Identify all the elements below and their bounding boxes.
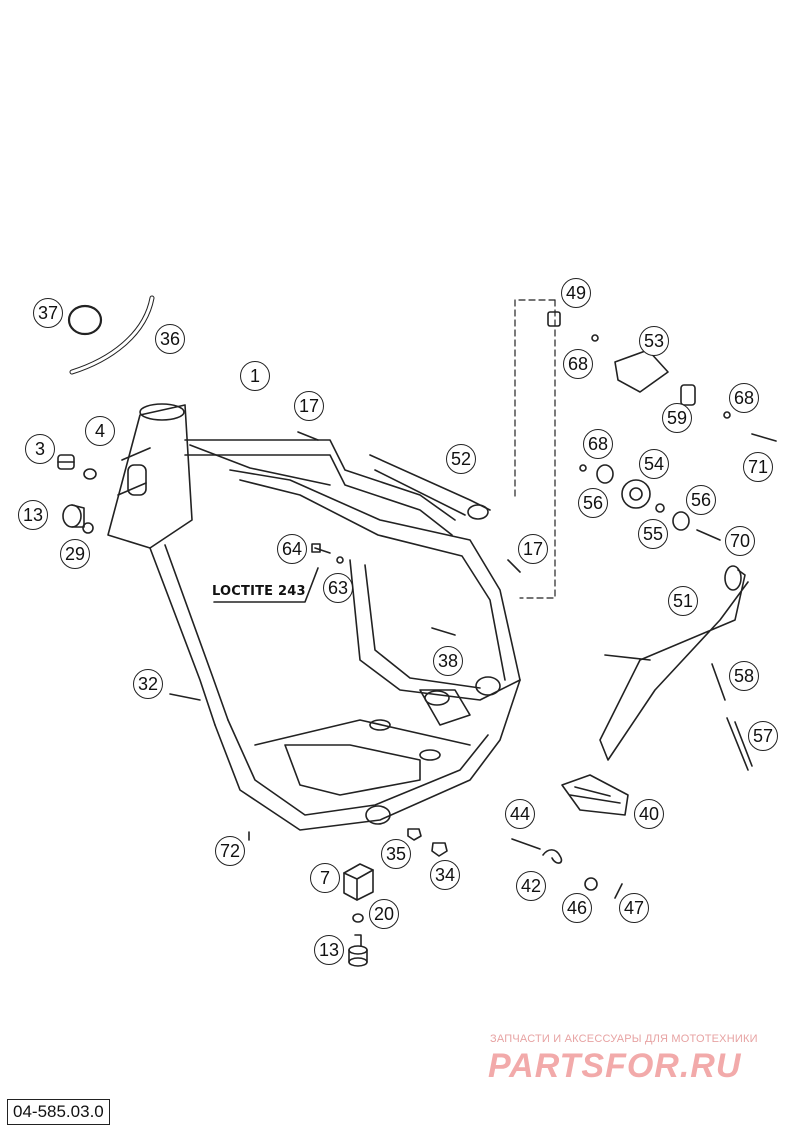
- callout-68: 68: [583, 429, 613, 459]
- callout-57: 57: [748, 721, 778, 751]
- o-ring-68c: [579, 464, 587, 472]
- callout-17: 17: [294, 391, 324, 421]
- callout-42: 42: [516, 871, 546, 901]
- nut-20: [352, 913, 364, 923]
- callout-3: 3: [25, 434, 55, 464]
- callout-59: 59: [662, 403, 692, 433]
- screw-64: [311, 543, 331, 554]
- nut-35: [407, 828, 422, 841]
- callout-1: 1: [240, 361, 270, 391]
- callout-34: 34: [430, 860, 460, 890]
- callout-71: 71: [743, 452, 773, 482]
- bracket-53: [614, 349, 669, 393]
- bushing-56a: [596, 464, 614, 484]
- callout-47: 47: [619, 893, 649, 923]
- callout-56: 56: [686, 485, 716, 515]
- bolt-17b: [507, 559, 521, 573]
- callout-53: 53: [639, 326, 669, 356]
- callout-52: 52: [446, 444, 476, 474]
- callout-17: 17: [518, 534, 548, 564]
- nut-29: [82, 522, 94, 534]
- clip-49: [547, 311, 561, 327]
- bolt-38: [431, 627, 456, 636]
- callout-68: 68: [563, 349, 593, 379]
- damper-13-upper: [62, 504, 85, 528]
- callout-13: 13: [18, 500, 48, 530]
- callout-72: 72: [215, 836, 245, 866]
- watermark-tagline: ЗАПЧАСТИ И АКСЕССУАРЫ ДЛЯ МОТОТЕХНИКИ: [490, 1033, 758, 1045]
- loctite-note: LOCTITE 243: [212, 584, 306, 599]
- callout-51: 51: [668, 586, 698, 616]
- callout-55: 55: [638, 519, 668, 549]
- pin-58: [711, 663, 726, 701]
- washer-46: [584, 877, 598, 891]
- nut-34: [431, 842, 448, 857]
- spring-42: [542, 849, 563, 864]
- callout-4: 4: [85, 416, 115, 446]
- diagram-part-code: 04-585.03.0: [7, 1099, 110, 1125]
- side-stand-51: [599, 565, 749, 761]
- screw-71: [751, 433, 777, 442]
- callout-46: 46: [562, 893, 592, 923]
- leader-loctite: [213, 567, 319, 603]
- callout-7: 7: [310, 863, 340, 893]
- spring-57: [726, 717, 753, 771]
- steering-head: [107, 403, 193, 549]
- clamp-37: [67, 304, 103, 336]
- callout-37: 37: [33, 298, 63, 328]
- callout-40: 40: [634, 799, 664, 829]
- watermark-logo: PARTSFOR.RU: [488, 1047, 742, 1085]
- callout-68: 68: [729, 383, 759, 413]
- o-ring-68a: [591, 334, 599, 342]
- block-7: [343, 863, 374, 901]
- callout-20: 20: [369, 899, 399, 929]
- callout-54: 54: [639, 449, 669, 479]
- bushing-56b: [672, 511, 690, 531]
- cotter-47: [614, 883, 623, 899]
- callout-63: 63: [323, 573, 353, 603]
- callout-38: 38: [433, 646, 463, 676]
- bolt-17a: [297, 431, 319, 441]
- footpeg-40: [561, 774, 629, 816]
- rear-tube-52: [369, 454, 491, 520]
- callout-35: 35: [381, 839, 411, 869]
- spacer-55: [655, 503, 665, 513]
- o-ring-68b: [723, 411, 731, 419]
- callout-64: 64: [277, 534, 307, 564]
- damper-13-lower: [348, 934, 368, 967]
- callout-29: 29: [60, 539, 90, 569]
- pin-44: [511, 838, 541, 850]
- washer-4: [83, 468, 97, 480]
- callout-32: 32: [133, 669, 163, 699]
- frame-main-rails: [149, 439, 521, 831]
- bolt-3: [57, 454, 75, 470]
- bolt-32: [169, 693, 201, 701]
- callout-49: 49: [561, 278, 591, 308]
- callout-70: 70: [725, 526, 755, 556]
- callout-58: 58: [729, 661, 759, 691]
- callout-13: 13: [314, 935, 344, 965]
- screw-70: [696, 529, 721, 541]
- callout-36: 36: [155, 324, 185, 354]
- sleeve-59: [680, 384, 696, 406]
- callout-56: 56: [578, 488, 608, 518]
- callout-44: 44: [505, 799, 535, 829]
- rubber-54: [621, 479, 651, 509]
